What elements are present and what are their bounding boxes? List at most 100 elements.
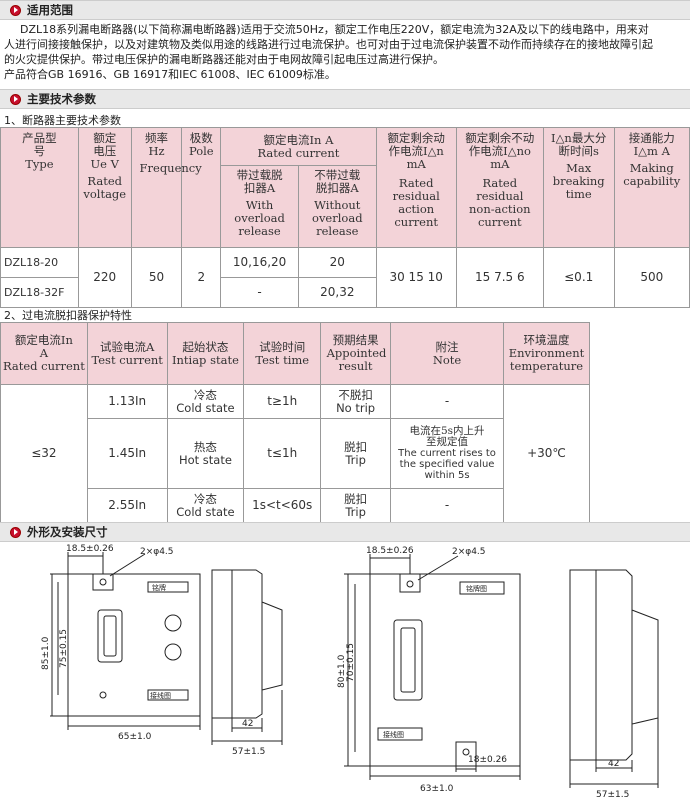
- wiring-plate-1: [147, 689, 189, 701]
- nameplate-label-2: 铭牌图: [466, 584, 487, 593]
- wiring-label-1: 接线图: [150, 691, 171, 700]
- bullet-arrow-icon: [10, 93, 21, 105]
- h2-test-current: 试验电流A Test current: [86, 322, 168, 385]
- cell-state-a: 冷态 Cold state: [166, 384, 245, 419]
- bullet-arrow-icon: [10, 526, 21, 538]
- nameplate-label-1: 铭牌: [152, 583, 166, 592]
- dims-header: 外形及安装尺寸: [0, 522, 690, 542]
- dimension-drawing: 18.5±0.26 2×φ4.5 铭牌 接线图 85±1.0 75±0.15 6…: [0, 540, 690, 805]
- protection-table: 额定电流In A Rated current 试验电流A Test curren…: [0, 322, 590, 523]
- cell-freq: 50: [130, 247, 183, 308]
- dim-42-label-1: 42: [242, 719, 253, 729]
- h-voltage: 额定电压Ue V Rated voltage: [77, 127, 132, 248]
- cell-state-b: 热态 Hot state: [166, 418, 245, 489]
- h2-rated: 额定电流In A Rated current: [0, 322, 88, 385]
- cell-with-1: 10,16,20: [220, 247, 299, 278]
- cell-test-c: 2.55In: [86, 488, 168, 523]
- h2-note: 附注 Note: [390, 322, 505, 385]
- handle-2-slot: [400, 627, 416, 693]
- dim-18-label: 18±0.26: [468, 755, 507, 765]
- cell-model-2: DZL18-32F: [0, 277, 79, 308]
- dim-18-5-label-1: 18.5±0.26: [66, 544, 114, 554]
- side-view-2-outline: [569, 569, 659, 761]
- reset-button-icon: [164, 643, 182, 661]
- cell-state-c: 冷态 Cold state: [166, 488, 245, 523]
- dims-title: 外形及安装尺寸: [27, 525, 108, 539]
- h2-environment: 环境温度 Environment temperature: [503, 322, 590, 385]
- nameplate-2: [459, 581, 505, 595]
- h-freq: 频率Hz Frequency: [130, 127, 202, 248]
- h2-result: 预期结果 Appointed result: [320, 322, 392, 385]
- mount-hole-tab-1: [92, 573, 114, 591]
- cell-model-1: DZL18-20: [0, 247, 79, 278]
- dim-42-label-2: 42: [608, 759, 619, 769]
- handle-2: [393, 619, 423, 701]
- front-view-1-body: [67, 573, 201, 717]
- cell-pole: 2: [181, 247, 222, 308]
- cell-rated-current: ≤32: [0, 384, 88, 523]
- mount-hole-icon: [99, 578, 107, 586]
- specs-title: 主要技术参数: [27, 92, 96, 106]
- h-model: 产品型号 Type: [0, 127, 79, 248]
- cell-test-b: 1.45In: [86, 418, 168, 489]
- h2-test-time: 试验时间 Test time: [243, 322, 322, 385]
- cell-without-1: 20: [297, 247, 377, 278]
- cell-time-a: t≥1h: [243, 384, 322, 419]
- scope-text: DZL18系列漏电断路器(以下简称漏电断路器)适用于交流50Hz，额定工作电压2…: [4, 23, 653, 81]
- bullet-arrow-icon: [10, 4, 21, 16]
- cell-nonaction: 15 7.5 6: [455, 247, 544, 308]
- cell-note-a: -: [390, 384, 505, 419]
- cell-without-2: 20,32: [297, 277, 377, 308]
- side-view-1-outline: [211, 569, 283, 719]
- scope-title: 适用范围: [27, 3, 73, 17]
- sub-title-2: 2、过电流脱扣器保护特性: [4, 309, 132, 322]
- cell-result-a: 不脱扣 No trip: [320, 384, 392, 419]
- h-without-overload: 不带过载脱扣器A Without overload release: [297, 165, 377, 248]
- sub-title-1: 1、断路器主要技术参数: [4, 114, 121, 127]
- h2-initial-state: 起始状态 Intiap state: [166, 322, 245, 385]
- h-current: 额定电流In A Rated current: [220, 127, 377, 166]
- dim-57-label-2: 57±1.5: [596, 790, 629, 800]
- cell-making: 500: [613, 247, 690, 308]
- cell-voltage: 220: [77, 247, 132, 308]
- handle-1: [97, 609, 123, 663]
- cell-with-2: -: [220, 277, 299, 308]
- dim-63-label: 63±1.0: [420, 784, 454, 794]
- h-nonaction: 额定剩余不动作电流I△no mA Rated residual non-acti…: [455, 127, 544, 248]
- test-button-icon: [164, 614, 182, 632]
- h-residual: 额定剩余动作电流I△n mA Rated residual action cur…: [375, 127, 457, 248]
- wiring-label-2: 接线图: [383, 730, 404, 739]
- cell-breaktime: ≤0.1: [542, 247, 615, 308]
- dim-85-label: 85±1.0: [41, 636, 51, 670]
- cell-time-b: t≤1h: [243, 418, 322, 489]
- dim-18-5-label-2: 18.5±0.26: [366, 546, 414, 556]
- cell-result-c: 脱扣 Trip: [320, 488, 392, 523]
- front-view-2-body: [369, 573, 521, 767]
- dim-57-label-1: 57±1.5: [232, 747, 265, 757]
- dim-70-label: 70±0.15: [346, 643, 356, 682]
- cell-note-b: 电流在5s内上升至规定值 The current rises to the sp…: [390, 418, 505, 489]
- dim-holes-label-2: 2×φ4.5: [452, 547, 486, 557]
- mount-hole-icon: [462, 748, 470, 756]
- cell-env-temp: +30℃: [503, 384, 590, 523]
- cell-residual: 30 15 10: [375, 247, 457, 308]
- cell-test-a: 1.13In: [86, 384, 168, 419]
- h-making: 接通能力I△m A Making capability: [613, 127, 690, 248]
- dim-holes-label-1: 2×φ4.5: [140, 547, 174, 557]
- nameplate-1: [147, 581, 189, 593]
- main-specs-table: 产品型号 Type 额定电压Ue V Rated voltage 频率Hz Fr…: [0, 127, 690, 308]
- dim-65-label: 65±1.0: [118, 732, 152, 742]
- cell-note-c: -: [390, 488, 505, 523]
- dim-75-label: 75±0.15: [59, 629, 69, 668]
- h-breaktime: I△n最大分断时间s Max breaking time: [542, 127, 615, 248]
- mount-hole-icon: [406, 580, 414, 588]
- handle-1-slot: [103, 615, 117, 657]
- dim-80-label: 80±1.0: [337, 654, 347, 688]
- cell-result-b: 脱扣 Trip: [320, 418, 392, 489]
- scope-header: 适用范围: [0, 0, 690, 20]
- bottom-hole-tab: [455, 741, 477, 767]
- mount-hole-tab-2: [399, 573, 421, 593]
- wiring-plate-2: [377, 727, 423, 741]
- mount-hole-icon: [99, 691, 107, 699]
- h-pole: 极数 Pole: [181, 127, 222, 248]
